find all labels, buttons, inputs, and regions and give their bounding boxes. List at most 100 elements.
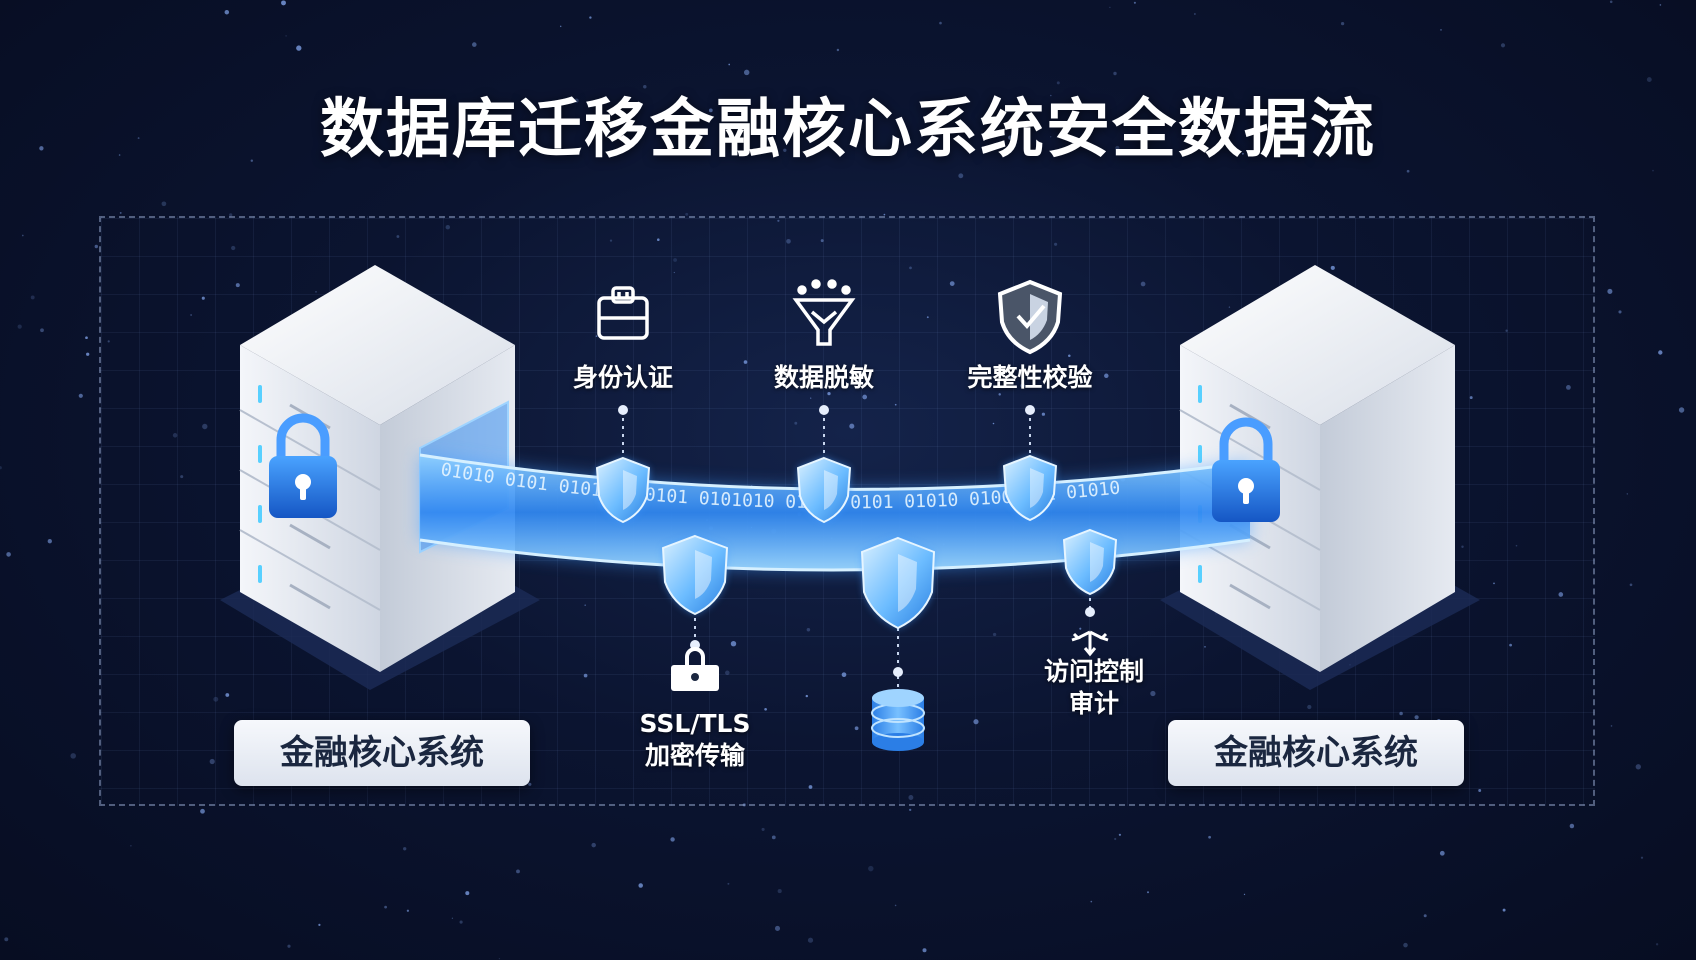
star-dot (161, 201, 167, 207)
star-dot (1399, 711, 1403, 716)
label-data-masking: 数据脱敏 (773, 363, 874, 392)
star-dot (1056, 81, 1060, 85)
star-dot (1208, 835, 1211, 839)
star-dot (1008, 135, 1013, 140)
star-dot (1655, 943, 1659, 946)
star-dot (1072, 378, 1078, 383)
star-dot (78, 393, 83, 398)
star-dot (235, 283, 240, 288)
star-dot (1054, 242, 1058, 246)
star-dot (862, 394, 868, 400)
star-dot (727, 882, 730, 885)
star-dot (1242, 152, 1244, 155)
shield-icon (661, 534, 729, 616)
star-dot (685, 212, 689, 216)
star-dot (1505, 329, 1508, 332)
star-dot (285, 35, 287, 37)
star-dot (403, 847, 407, 851)
star-dot (1659, 4, 1662, 6)
star-dot (1500, 43, 1506, 48)
star-dot (202, 423, 208, 430)
star-dot (807, 937, 814, 943)
star-dot (849, 423, 855, 429)
star-dot (1070, 137, 1076, 144)
star-dot (1478, 789, 1482, 792)
star-dot (1439, 850, 1445, 856)
label-access-control-line1: 访问控制 (1043, 657, 1144, 686)
star-dot (70, 753, 76, 759)
star-dot (496, 117, 498, 120)
padlock-icon (671, 647, 719, 691)
star-dot (296, 45, 302, 51)
star-dot (1569, 823, 1575, 829)
star-dot (1340, 21, 1345, 26)
star-dot (465, 891, 470, 896)
star-dot (992, 422, 995, 425)
star-dot (1194, 13, 1196, 15)
shield-icon (1002, 454, 1058, 522)
star-dot (1020, 383, 1025, 388)
star-dot (583, 673, 588, 678)
star-dot (209, 758, 215, 765)
star-dot (40, 328, 44, 333)
star-dot (1133, 1, 1136, 4)
star-dot (743, 360, 748, 364)
star-dot (1034, 368, 1036, 370)
star-dot (94, 244, 98, 249)
star-dot (827, 391, 831, 396)
star-dot (1461, 545, 1464, 548)
label-ssl-tls-line1: SSL/TLS (639, 709, 751, 738)
star-dot (118, 154, 121, 156)
star-dot (743, 69, 750, 76)
star-dot (783, 148, 787, 152)
star-dot (528, 782, 532, 786)
star-dot (742, 803, 746, 807)
star-dot (806, 628, 811, 632)
star-dot (1307, 704, 1312, 710)
star-dot (1607, 288, 1613, 294)
star-dot (315, 291, 317, 293)
star-dot (1646, 77, 1652, 83)
star-dot (730, 640, 737, 647)
id-card-icon (597, 286, 649, 340)
star-dot (595, 335, 598, 337)
star-dot (868, 865, 874, 872)
shield-icon (796, 456, 852, 524)
label-ssl-tls-line2: 加密传输 (644, 741, 745, 770)
star-dot (287, 944, 291, 948)
star-dot (1068, 354, 1071, 358)
star-dot (229, 213, 233, 217)
star-dot (281, 0, 286, 6)
star-dot (85, 336, 88, 340)
star-dot (805, 694, 808, 698)
star-dot (119, 211, 122, 214)
right-system-label: 金融核心系统 (1168, 720, 1464, 786)
star-dot (1440, 29, 1442, 31)
label-access-control-line2: 审计 (1068, 689, 1119, 718)
star-dot (643, 85, 647, 89)
star-dot (1626, 493, 1628, 495)
star-dot (922, 948, 927, 953)
star-dot (764, 707, 767, 711)
star-dot (1629, 583, 1633, 587)
star-dot (673, 258, 677, 262)
star-dot (190, 314, 192, 316)
star-dot (180, 475, 184, 479)
star-dot (1558, 592, 1564, 597)
star-dot (172, 433, 178, 438)
label-integrity-check: 完整性校验 (967, 363, 1093, 392)
star-dot (200, 808, 205, 814)
star-dot (39, 146, 44, 151)
star-dot (231, 245, 236, 251)
star-dot (1423, 914, 1427, 918)
star-dot (926, 316, 929, 319)
label-ssl-tls: SSL/TLS 加密传输 (595, 708, 795, 772)
mask-funnel-icon (792, 279, 856, 346)
star-dot (591, 842, 596, 848)
star-dot (777, 889, 782, 894)
shield-icon (860, 536, 936, 630)
star-dot (472, 42, 477, 47)
star-dot (1469, 396, 1473, 400)
star-dot (708, 108, 713, 113)
star-dot (841, 672, 847, 678)
